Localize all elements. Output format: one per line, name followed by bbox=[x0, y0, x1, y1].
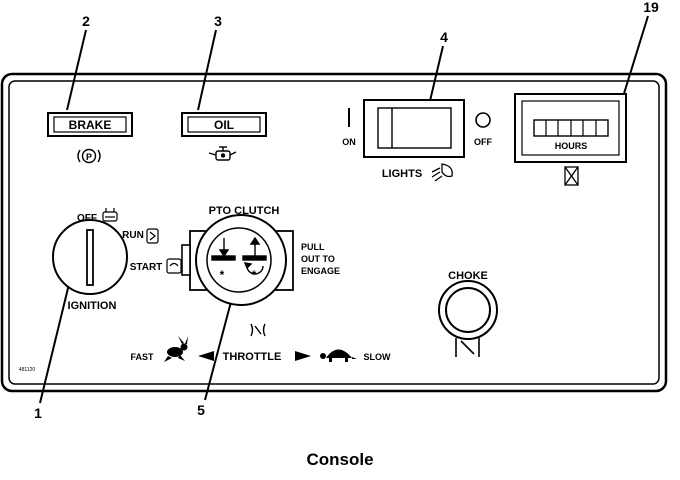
pto-disengaged-icon: * bbox=[211, 238, 236, 282]
choke-knob[interactable] bbox=[438, 280, 498, 340]
leader-line-19 bbox=[621, 15, 649, 101]
pto-hint-line-3: ENGAGE bbox=[301, 266, 340, 276]
pto-clutch-title: PTO CLUTCH bbox=[209, 205, 280, 217]
throttle-icon bbox=[250, 323, 266, 337]
callout-19: 19 bbox=[643, 0, 659, 15]
oil-indicator: OIL bbox=[181, 112, 267, 137]
ignition-run-label: RUN bbox=[122, 230, 144, 241]
leader-line-5 bbox=[204, 297, 233, 401]
oil-can-icon bbox=[208, 146, 237, 161]
lights-on-label: ON bbox=[342, 137, 356, 147]
ignition-switch[interactable] bbox=[52, 219, 128, 295]
parking-brake-icon: P bbox=[77, 148, 101, 164]
callout-3: 3 bbox=[214, 13, 222, 29]
hour-meter: HOURS bbox=[514, 93, 627, 163]
callout-1: 1 bbox=[34, 405, 42, 421]
console-panel-outer bbox=[0, 72, 668, 393]
leader-lines bbox=[39, 15, 649, 404]
console-panel-inner bbox=[8, 80, 660, 385]
pto-hint-line-1: PULL bbox=[301, 242, 325, 252]
brake-indicator: BRAKE bbox=[47, 112, 133, 137]
pto-engaged-icon: * bbox=[242, 236, 267, 282]
svg-text:*: * bbox=[220, 268, 225, 282]
lights-off-label: OFF bbox=[474, 137, 492, 147]
oil-label: OIL bbox=[214, 118, 234, 132]
pto-hint-line-2: OUT TO bbox=[301, 254, 335, 264]
engine-start-icon bbox=[166, 258, 182, 274]
callout-2: 2 bbox=[82, 13, 90, 29]
svg-text:P: P bbox=[86, 152, 92, 162]
rabbit-icon bbox=[164, 336, 188, 362]
choke-label: CHOKE bbox=[448, 270, 488, 282]
figure-caption: Console bbox=[306, 450, 374, 469]
callout-4: 4 bbox=[440, 29, 448, 45]
headlight-icon bbox=[431, 163, 453, 182]
leader-line-1 bbox=[39, 279, 71, 404]
engine-off-icon bbox=[102, 208, 118, 222]
hourglass-icon bbox=[564, 166, 579, 186]
pto-clutch-knob[interactable] bbox=[195, 214, 287, 306]
throttle-label: THROTTLE bbox=[223, 351, 282, 363]
lights-label: LIGHTS bbox=[382, 168, 422, 180]
turtle-icon bbox=[320, 349, 357, 362]
lights-off-mark bbox=[475, 112, 491, 128]
ignition-off-label: OFF bbox=[77, 213, 97, 224]
hours-label: HOURS bbox=[555, 141, 588, 151]
part-number: 481120 bbox=[19, 367, 36, 373]
brake-label: BRAKE bbox=[69, 118, 112, 132]
callout-5: 5 bbox=[197, 402, 205, 418]
leader-line-3 bbox=[197, 29, 217, 111]
svg-text:*: * bbox=[252, 268, 257, 282]
throttle-fast-arrow bbox=[198, 351, 214, 361]
throttle-fast-label: FAST bbox=[130, 352, 154, 362]
throttle-slow-arrow bbox=[295, 351, 311, 361]
lights-switch[interactable] bbox=[363, 99, 465, 158]
engine-run-icon bbox=[146, 228, 159, 244]
ignition-start-label: START bbox=[130, 262, 163, 273]
throttle-slow-label: SLOW bbox=[364, 352, 392, 362]
leader-line-2 bbox=[66, 29, 87, 111]
choke-icon bbox=[455, 338, 480, 357]
ignition-label: IGNITION bbox=[68, 300, 117, 312]
